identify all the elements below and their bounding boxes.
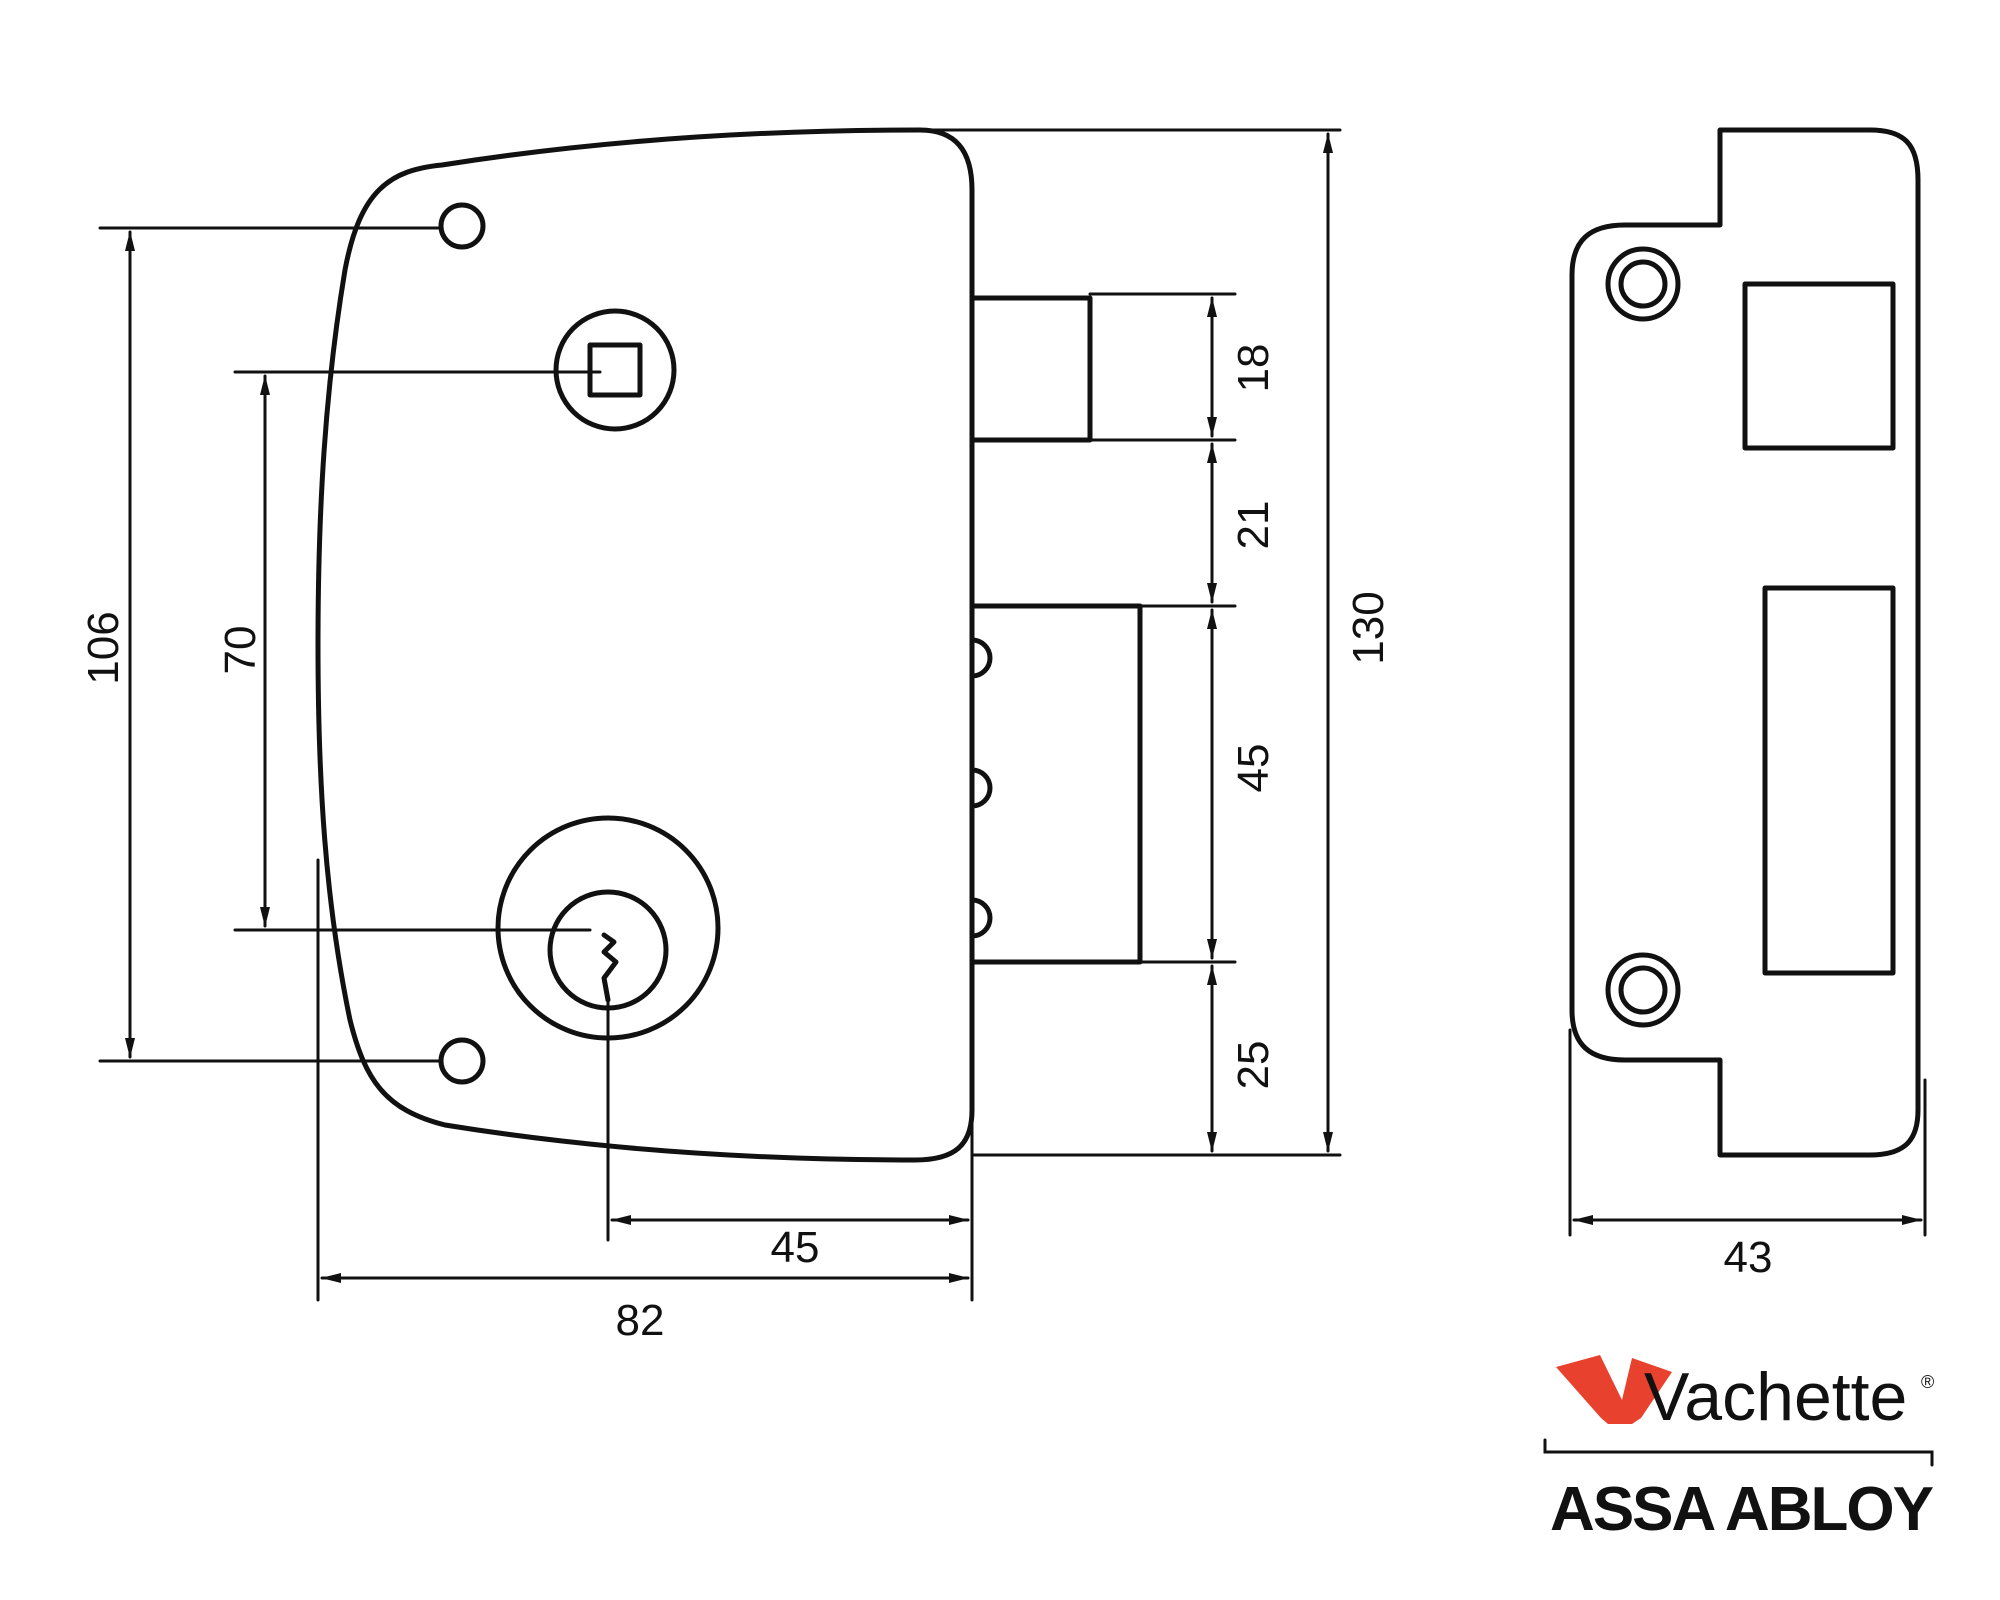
dim-label-21: 21	[1229, 501, 1278, 550]
strike-bolt-opening	[1762, 585, 1896, 976]
dim-label-82: 82	[616, 1296, 665, 1345]
latch-bolt	[969, 295, 1093, 443]
strike-top-screw-hole	[1605, 246, 1681, 322]
dim-label-18: 18	[1229, 344, 1278, 393]
strike-bottom-screw-hole	[1605, 952, 1681, 1028]
logo-divider	[1543, 1438, 1934, 1467]
dim-label-130: 130	[1344, 591, 1393, 664]
top-screw-hole	[438, 202, 486, 250]
vachette-logo: Vachette ®	[1556, 1355, 1934, 1435]
vachette-wordmark: Vachette	[1644, 1359, 1907, 1435]
bottom-screw-hole	[438, 1037, 486, 1085]
strike-plate-outline	[1569, 127, 1921, 1158]
vachette-v-icon	[1556, 1355, 1672, 1424]
dim-label-45-horizontal: 45	[771, 1223, 820, 1272]
dim-label-70: 70	[216, 626, 265, 675]
keyway-icon	[601, 932, 619, 1003]
dimension-labels: 106 70 130 18 21 45 25 45 82 43	[79, 344, 1772, 1345]
follower-ring	[553, 308, 677, 432]
dimension-lines	[98, 128, 1927, 1302]
strike-plate	[1569, 127, 1921, 1158]
assa-abloy-logo: ASSA ABLOY	[1543, 1438, 1936, 1544]
dim-label-43: 43	[1724, 1233, 1773, 1282]
strike-latch-opening	[1742, 281, 1896, 451]
lock-body	[315, 127, 1143, 1163]
lock-case-outline	[315, 127, 975, 1163]
registered-mark: ®	[1921, 1372, 1934, 1392]
follower-square	[587, 342, 643, 398]
dim-label-106: 106	[79, 611, 128, 684]
dim-label-45-vertical: 45	[1229, 744, 1278, 793]
dim-label-25: 25	[1229, 1041, 1278, 1090]
assa-abloy-wordmark: ASSA ABLOY	[1550, 1475, 1934, 1544]
dead-bolt	[969, 603, 1143, 965]
